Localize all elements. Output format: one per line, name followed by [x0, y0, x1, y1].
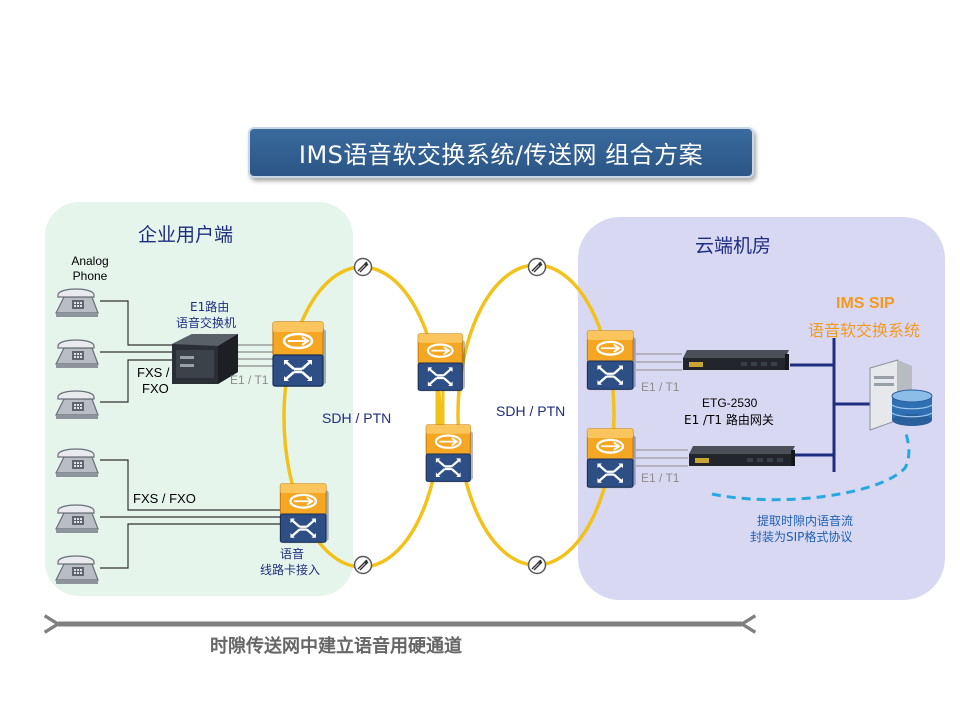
router-icon: [586, 330, 637, 392]
router-icon: [279, 483, 330, 545]
sip-bus-lines: [790, 338, 872, 472]
analog-phone-icon: [55, 339, 99, 369]
sip-note-line1: 提取时隙内语音流: [757, 514, 854, 528]
enterprise-label: 企业用户端: [138, 224, 234, 246]
voice-card-line2: 线路卡接入: [260, 563, 321, 577]
pbx-label-line1: E1路由: [190, 300, 230, 314]
analog-phone-label: Analog Phone: [71, 254, 109, 283]
gateway-model-label: ETG-2530: [702, 396, 758, 410]
router-icon: [425, 424, 475, 484]
ims-sip-title: IMS SIP: [836, 295, 895, 312]
ring-link-vertical: [435, 390, 445, 430]
analog-phone-icon: [55, 390, 99, 420]
fxs-fxo-short-line2: FXO: [142, 381, 169, 396]
gateway-device-icon: [689, 446, 795, 466]
cloud-region: [578, 217, 945, 600]
fiber-marker-icon: [527, 257, 547, 277]
fxs-fxo-short-line1: FXS /: [137, 365, 170, 380]
router-icon: [272, 321, 328, 389]
analog-phone-icon: [55, 504, 99, 534]
cloud-label: 云端机房: [695, 235, 772, 257]
fxs-fxo-long-label: FXS / FXO: [133, 491, 196, 506]
analog-phone-icon: [55, 288, 99, 318]
cloud-e1t1-top: E1 / T1: [641, 380, 680, 394]
pbx-label-line2: 语音交换机: [176, 316, 237, 330]
router-gateway-links: [636, 353, 688, 467]
sip-extract-path: [711, 429, 911, 502]
page-title: IMS语音软交换系统/传送网 组合方案: [248, 127, 754, 178]
ims-sip-subtitle: 语音软交换系统: [808, 321, 921, 340]
enterprise-e1t1-label: E1 / T1: [230, 373, 269, 387]
fiber-marker-icon: [353, 555, 373, 575]
bottom-arrow-label: 时隙传送网中建立语音用硬通道: [210, 636, 462, 657]
voice-card-line1: 语音: [280, 547, 305, 561]
fiber-marker-icon: [527, 555, 547, 575]
server-database-icon: [869, 359, 933, 431]
router-icon: [416, 333, 467, 393]
right-ring-label: SDH / PTN: [496, 403, 566, 419]
gateway-device-icon: [683, 350, 789, 370]
fiber-marker-icon: [353, 257, 373, 277]
phone-wires: [100, 300, 280, 569]
sip-note-line2: 封装为SIP格式协议: [750, 530, 853, 544]
analog-phone-icon: [55, 448, 99, 478]
pbx-switch-icon: [172, 334, 238, 384]
analog-phone-icon: [55, 555, 99, 585]
pbx-router-links: [236, 344, 278, 367]
left-ring-label: SDH / PTN: [322, 410, 392, 426]
gateway-desc-label: E1 /T1 路由网关: [684, 413, 774, 427]
cloud-e1t1-bottom: E1 / T1: [641, 471, 680, 485]
router-icon: [586, 428, 637, 490]
